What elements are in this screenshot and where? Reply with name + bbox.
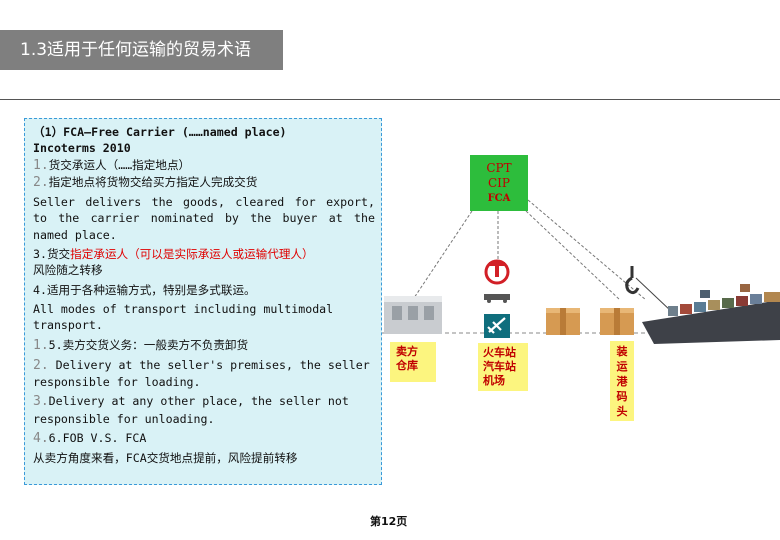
- item-1-num: 1.: [33, 157, 49, 173]
- incoterms-label: Incoterms 2010: [33, 141, 131, 156]
- item-1: 1.货交承运人（……指定地点）: [33, 157, 375, 174]
- loading-port-label: 装 运 港 码 头: [610, 341, 634, 421]
- station-label: 火车站 汽车站 机场: [478, 343, 528, 391]
- port-char: 装: [616, 345, 628, 358]
- header-divider: [0, 99, 780, 100]
- port-char: 港: [616, 375, 628, 388]
- seller-label-line-1: 卖方: [396, 345, 418, 358]
- railway-logo-icon: [484, 259, 510, 285]
- item-4: 4.适用于各种运输方式，特别是多式联运。: [33, 282, 256, 297]
- crane-hook-icon: [625, 266, 673, 313]
- item-7-text: Delivery at any other place, the seller …: [33, 394, 349, 426]
- item-2-text: 指定地点将货物交给买方指定人完成交货: [48, 174, 258, 189]
- connector-lines: [413, 199, 647, 301]
- fca-heading: （1）FCA—Free Carrier (……named place): [33, 125, 287, 139]
- item-1-text: 货交承运人（……指定地点）: [48, 157, 191, 172]
- port-char: 运: [616, 360, 628, 373]
- term-cpt: CPT: [486, 161, 512, 175]
- item-9: 从卖方角度来看，FCA交货地点提前，风险提前转移: [33, 451, 298, 466]
- cargo-box-icon: [600, 308, 634, 335]
- warehouse-icon: [384, 296, 442, 334]
- item-8-num: 4.: [33, 431, 49, 447]
- english-definition: Seller delivers the goods, cleared for e…: [33, 195, 375, 242]
- station-label-line-2: 汽车站: [483, 360, 516, 373]
- station-label-line-3: 机场: [483, 374, 505, 387]
- cargo-box-icon: [546, 308, 580, 335]
- port-char: 头: [616, 405, 628, 418]
- container-ship-icon: [642, 284, 780, 344]
- term-fca: FCA: [487, 193, 511, 204]
- item-3: 3.货交指定承运人（可以是实际承运人或运输代理人）: [33, 246, 375, 262]
- port-char: 码: [616, 390, 628, 403]
- item-5-num: 1.: [33, 337, 49, 353]
- term-cip: CIP: [488, 176, 510, 190]
- item-3-line-2: 风险随之转移: [33, 263, 103, 278]
- page-number: 第12页: [370, 515, 408, 528]
- item-6: 2. Delivery at the seller's premises, th…: [33, 357, 375, 391]
- bus-icon: [484, 294, 510, 303]
- station-label-line-1: 火车站: [483, 346, 516, 359]
- item-5-text: 5.卖方交货义务：一般卖方不负责卸货: [48, 337, 249, 352]
- terms-box: CPT CIP FCA: [470, 155, 528, 211]
- fca-text-box: （1）FCA—Free Carrier (……named place) Inco…: [24, 118, 382, 485]
- item-3-red: 指定承运人（可以是实际承运人或运输代理人）: [70, 247, 314, 262]
- item-8-text: 6.FOB V.S. FCA: [48, 431, 147, 446]
- item-6-text: Delivery at the seller's premises, the s…: [33, 357, 370, 390]
- slide-title: 1.3适用于任何运输的贸易术语: [0, 30, 283, 70]
- item-7: 3.Delivery at any other place, the selle…: [33, 393, 375, 427]
- seller-warehouse-label: 卖方 仓库: [390, 342, 436, 382]
- item-2: 2.指定地点将货物交给买方指定人完成交货: [33, 174, 375, 191]
- airport-icon: [484, 314, 510, 338]
- seller-label-line-2: 仓库: [396, 359, 418, 372]
- item-6-num: 2.: [33, 357, 49, 373]
- item-7-num: 3.: [33, 394, 49, 410]
- english-modes: All modes of transport including multimo…: [33, 301, 334, 333]
- item-5: 1.5.卖方交货义务：一般卖方不负责卸货: [33, 337, 375, 354]
- item-8: 4.6.FOB V.S. FCA: [33, 430, 375, 447]
- item-2-num: 2.: [33, 174, 49, 190]
- item-3-prefix: 3.货交: [33, 247, 71, 262]
